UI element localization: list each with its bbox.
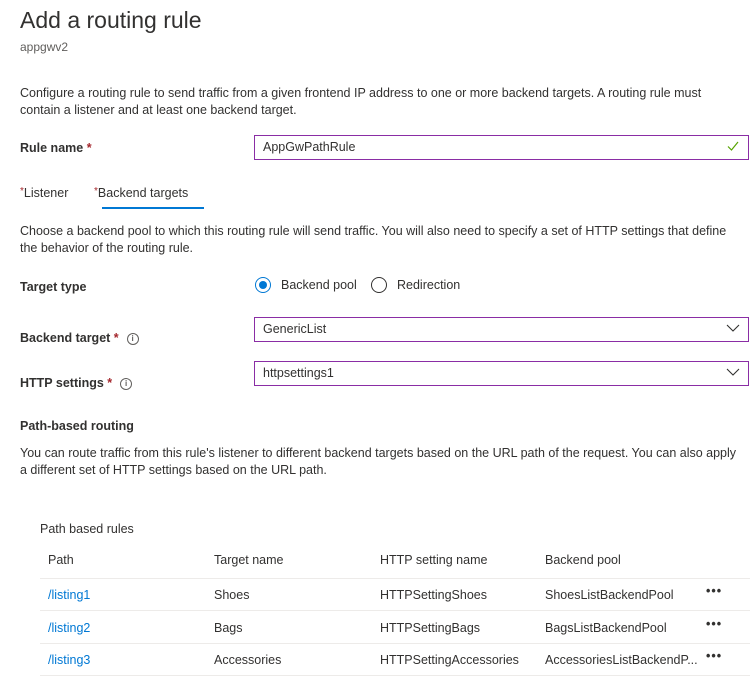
backend-pool-cell: AccessoriesListBackendP... — [545, 653, 698, 667]
divider — [40, 610, 750, 611]
http-setting-cell: HTTPSettingShoes — [380, 588, 487, 602]
radio-backend-pool-label[interactable]: Backend pool — [281, 278, 357, 292]
label-text: Rule name — [20, 141, 84, 155]
rules-table-caption: Path based rules — [40, 522, 134, 536]
tab-label: Backend targets — [97, 186, 189, 200]
rule-name-input[interactable]: AppGwPathRule — [254, 135, 749, 160]
page-title: Add a routing rule — [20, 7, 202, 33]
more-options-icon[interactable]: ••• — [706, 617, 723, 631]
path-link[interactable]: /listing1 — [48, 588, 91, 602]
target-type-label: Target type — [20, 280, 87, 294]
column-header-http-setting[interactable]: HTTP setting name — [380, 553, 488, 567]
intro-text: Configure a routing rule to send traffic… — [20, 86, 702, 117]
path-link[interactable]: /listing3 — [48, 653, 91, 667]
radio-backend-pool[interactable] — [255, 277, 271, 293]
http-settings-label: HTTP settings * i — [20, 376, 133, 390]
path-routing-heading: Path-based routing — [20, 419, 134, 433]
required-marker: * — [107, 376, 113, 390]
checkmark-icon — [727, 141, 739, 151]
radio-redirection-label[interactable]: Redirection — [397, 278, 461, 292]
column-header-target-name[interactable]: Target name — [214, 553, 284, 567]
http-setting-cell: HTTPSettingBags — [380, 621, 481, 635]
divider — [40, 643, 750, 644]
required-marker: * — [86, 141, 92, 155]
tab-listener[interactable]: *Listener — [20, 186, 68, 200]
backend-pool-cell: BagsListBackendPool — [545, 621, 667, 635]
active-tab-indicator — [102, 207, 204, 209]
column-header-backend-pool[interactable]: Backend pool — [545, 553, 621, 567]
backend-pool-cell: ShoesListBackendPool — [545, 588, 674, 602]
chevron-down-icon — [726, 324, 740, 332]
http-settings-value: httpsettings1 — [263, 366, 334, 380]
path-routing-description: You can route traffic from this rule's l… — [20, 446, 737, 477]
radio-redirection[interactable] — [371, 277, 387, 293]
info-icon[interactable]: i — [120, 378, 133, 390]
rule-name-label: Rule name * — [20, 141, 92, 155]
page-subtitle: appgwv2 — [20, 40, 69, 54]
required-marker: * — [20, 186, 24, 197]
backend-target-value: GenericList — [263, 322, 327, 336]
target-name-cell: Bags — [214, 621, 243, 635]
backend-description: Choose a backend pool to which this rout… — [20, 224, 727, 255]
divider — [40, 578, 750, 579]
http-settings-dropdown[interactable]: httpsettings1 — [254, 361, 749, 386]
target-name-cell: Accessories — [214, 653, 282, 667]
tab-label: Listener — [23, 186, 69, 200]
backend-target-label: Backend target * i — [20, 331, 139, 345]
path-link[interactable]: /listing2 — [48, 621, 91, 635]
backend-target-dropdown[interactable]: GenericList — [254, 317, 749, 342]
required-marker: * — [113, 331, 119, 345]
column-header-path[interactable]: Path — [48, 553, 74, 567]
target-name-cell: Shoes — [214, 588, 250, 602]
http-setting-cell: HTTPSettingAccessories — [380, 653, 519, 667]
label-text: HTTP settings — [20, 376, 104, 390]
more-options-icon[interactable]: ••• — [706, 584, 723, 598]
info-icon[interactable]: i — [126, 333, 139, 345]
chevron-down-icon — [726, 368, 740, 376]
rule-name-value: AppGwPathRule — [263, 140, 356, 154]
tab-backend-targets[interactable]: *Backend targets — [94, 186, 188, 200]
more-options-icon[interactable]: ••• — [706, 649, 723, 663]
required-marker: * — [94, 186, 98, 197]
label-text: Backend target — [20, 331, 111, 345]
divider — [40, 675, 750, 676]
